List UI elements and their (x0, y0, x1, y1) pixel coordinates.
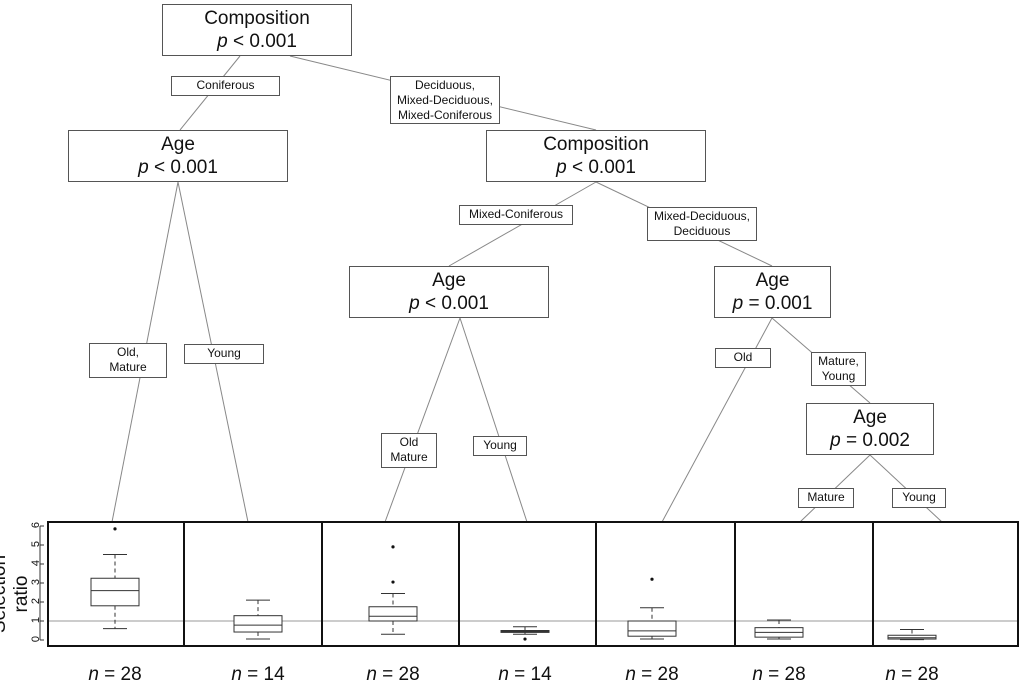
box-iqr (368, 606, 418, 622)
n-value: = 28 (901, 664, 939, 685)
node-p-value: < 0.001 (571, 157, 636, 178)
node-p-label: p (556, 157, 567, 178)
node-p-value: = 0.001 (748, 293, 813, 314)
node-variable: Age (755, 270, 790, 291)
leaf-panel (872, 521, 1019, 647)
node-p-label: p (217, 31, 228, 52)
leaf-sample-size: n = 14 (475, 664, 575, 686)
outlier-point (113, 527, 117, 531)
node-p-label: p (138, 157, 149, 178)
box-iqr (90, 577, 140, 607)
y-axis-label: Selection ratio (0, 554, 32, 634)
node-p-label: p (732, 293, 744, 314)
node-variable: Age (853, 407, 887, 428)
edge-label-coniferous: Coniferous (171, 76, 280, 96)
leaf-sample-size: n = 28 (343, 664, 443, 686)
leaf-sample-size: n = 28 (602, 664, 702, 686)
n-symbol: n (88, 664, 99, 685)
leaf-sample-size: n = 28 (65, 664, 165, 686)
y-tick-label: 3 (30, 578, 42, 586)
edge-label-mature-young: Mature, Young (811, 352, 866, 386)
n-symbol: n (625, 664, 636, 685)
node-p-label: p (409, 293, 420, 314)
n-symbol: n (885, 664, 896, 685)
node-variable: Age (161, 134, 195, 155)
n-symbol: n (752, 664, 763, 685)
edge-label-old: Old (715, 348, 771, 368)
node-variable: Composition (204, 8, 310, 29)
n-value: = 28 (104, 664, 142, 685)
edge-label-young: Young (892, 488, 946, 508)
node-p-value: = 0.002 (845, 430, 910, 451)
box-iqr (627, 620, 677, 637)
leaf-sample-size: n = 28 (862, 664, 962, 686)
edge-label-young: Young (473, 436, 527, 456)
edge-label-mature: Mature (798, 488, 854, 508)
node-p-value: < 0.001 (153, 157, 218, 178)
y-tick-label: 1 (30, 616, 42, 624)
edge-line (459, 317, 528, 523)
y-tick-label: 6 (30, 521, 42, 529)
n-value: = 28 (641, 664, 679, 685)
y-tick-label: 4 (30, 559, 42, 567)
edge-line (384, 317, 461, 523)
n-symbol: n (498, 664, 509, 685)
y-tick-label: 0 (30, 635, 42, 643)
edge-label-old-mature: Old Mature (381, 433, 437, 468)
edge-label-deciduous-mixed: Deciduous, Mixed-Deciduous, Mixed-Conife… (390, 76, 500, 124)
node-p-value: < 0.001 (232, 31, 297, 52)
n-symbol: n (231, 664, 242, 685)
n-value: = 28 (768, 664, 806, 685)
n-symbol: n (366, 664, 377, 685)
n-value: = 28 (382, 664, 420, 685)
leaf-sample-size: n = 28 (729, 664, 829, 686)
boxplot-panels (39, 521, 1019, 647)
outlier-point (523, 637, 527, 641)
n-value: = 14 (514, 664, 552, 685)
edge-label-young: Young (184, 344, 264, 364)
outlier-point (391, 545, 395, 549)
leaf-sample-size: n = 14 (208, 664, 308, 686)
n-value: = 14 (247, 664, 285, 685)
box-iqr (233, 615, 283, 633)
edge-label-old-mature: Old, Mature (89, 343, 167, 378)
node-variable: Age (432, 270, 466, 291)
edge-label-mixed-deciduous: Mixed-Deciduous, Deciduous (647, 207, 757, 241)
outlier-point (650, 577, 654, 581)
box-iqr (887, 634, 937, 640)
node-variable: Composition (543, 134, 649, 155)
node-p-label: p (830, 430, 841, 451)
y-tick-label: 2 (30, 597, 42, 605)
outlier-point (391, 580, 395, 584)
node-p-value: < 0.001 (424, 293, 489, 314)
y-tick-label: 5 (30, 540, 42, 548)
leaf-panel (458, 521, 597, 647)
leaf-panel (321, 521, 460, 647)
edge-label-mixed-coniferous: Mixed-Coniferous (459, 205, 573, 225)
